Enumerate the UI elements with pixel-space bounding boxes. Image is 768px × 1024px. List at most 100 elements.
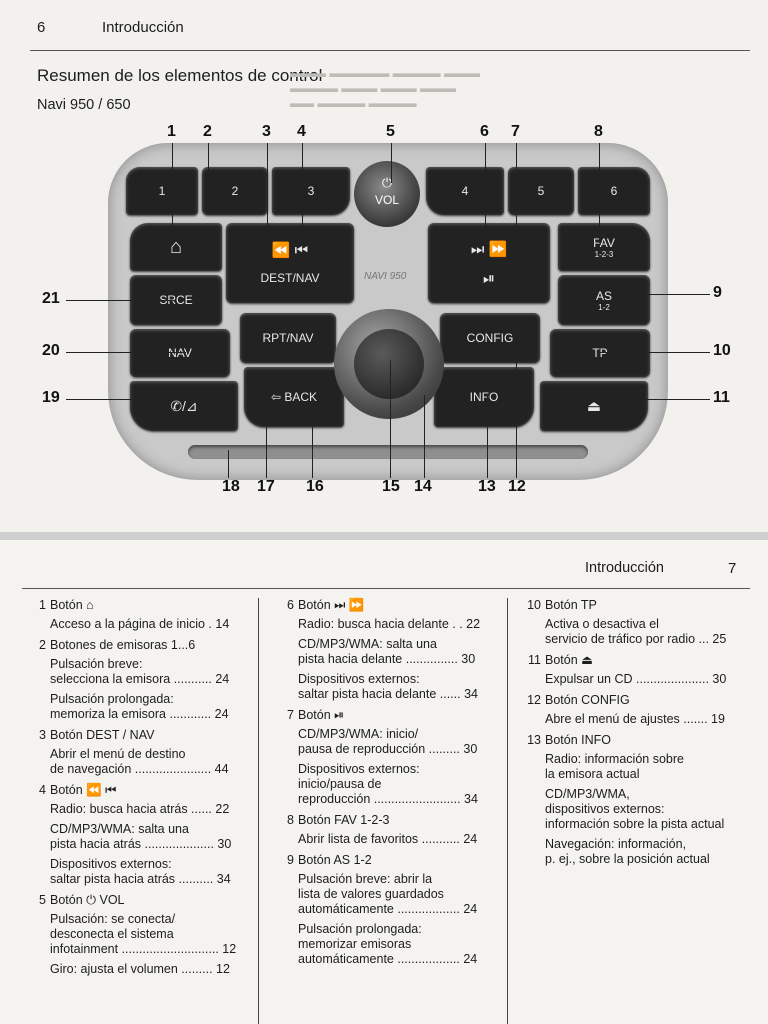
leader-17 [266, 370, 267, 478]
callout-1: 1 [167, 123, 176, 140]
entry-title: Botón DEST / NAV [50, 728, 155, 742]
entry-title: Botón TP [545, 598, 597, 612]
entry-description: Dispositivos externos: inicio/pausa de r… [298, 762, 478, 806]
seek-back-icon[interactable]: ⏪ ⏮ [271, 242, 309, 259]
entry-description: Abrir el menú de destino de navegación .… [50, 747, 229, 776]
column-divider-2 [507, 598, 508, 1024]
knob-center[interactable] [354, 329, 424, 399]
page-number: 6 [37, 19, 46, 36]
entry-description: Radio: información sobre la emisora actu… [545, 752, 684, 781]
page-6: 6 Introducción Resumen de los elementos … [0, 0, 768, 532]
leader-9 [608, 294, 710, 295]
leader-14 [424, 395, 425, 478]
legend-entry: 5 Botón ⏻ VOL Pulsación: se conecta/ desco… [39, 893, 246, 977]
entry-description: Giro: ajusta el volumen ......... 12 [50, 962, 230, 976]
entry-title: Botón CONFIG [545, 693, 630, 707]
leader-12 [516, 340, 517, 478]
callout-12: 12 [508, 478, 526, 495]
rpt-nav-button[interactable]: RPT/NAV [240, 313, 336, 363]
entry-number: 11 [528, 653, 541, 667]
multifunction-knob[interactable] [334, 309, 444, 419]
seek-fwd-play-cluster: ⏭ ⏩ ⏯ [428, 223, 550, 303]
home-button[interactable]: ⌂ [130, 223, 222, 271]
cd-slot [188, 445, 588, 459]
entry-description: Radio: busca hacia delante . . 22 [298, 617, 481, 631]
preset-button-6[interactable]: 6 [578, 167, 650, 215]
callout-7: 7 [511, 123, 520, 140]
leader-16 [312, 400, 313, 478]
vol-label: VOL [374, 193, 399, 207]
callout-5: 5 [386, 123, 395, 140]
model-subtitle: Navi 950 / 650 [37, 97, 131, 113]
entry-description: CD/MP3/WMA: inicio/ pausa de reproducció… [298, 727, 478, 756]
callout-3: 3 [262, 123, 271, 140]
page-header-title: Introducción [585, 560, 664, 576]
tp-button[interactable]: TP [550, 329, 650, 377]
entry-title: Botón ⏏ [545, 653, 593, 667]
callout-2: 2 [203, 123, 212, 140]
phone-mute-button[interactable]: ✆/⊿ [130, 381, 238, 431]
eject-button[interactable]: ⏏ [540, 381, 648, 431]
entry-description: Activa o desactiva el servicio de tráfic… [545, 617, 727, 646]
leader-3 [267, 143, 268, 265]
entry-description: Pulsación: se conecta/ desconecta el sis… [50, 912, 237, 956]
callout-20: 20 [42, 342, 60, 359]
leader-13 [487, 395, 488, 478]
nav-button[interactable]: NAV [130, 329, 230, 377]
entry-number: 5 [39, 893, 46, 907]
entry-description: CD/MP3/WMA: salta una pista hacia delant… [298, 637, 476, 666]
entry-description: Pulsación breve: abrir la lista de valor… [298, 872, 478, 916]
callout-17: 17 [257, 478, 275, 495]
entry-description: Navegación: información, p. ej., sobre l… [545, 837, 710, 866]
entry-description: CD/MP3/WMA: salta una pista hacia atrás … [50, 822, 232, 851]
entry-number: 2 [39, 638, 46, 652]
entry-number: 4 [39, 783, 46, 797]
leader-18 [228, 450, 229, 478]
dest-nav-label[interactable]: DEST/NAV [260, 271, 320, 285]
entry-title: Botones de emisoras 1...6 [50, 638, 196, 652]
header-rule [22, 588, 750, 589]
info-button[interactable]: INFO [434, 367, 534, 427]
preset-button-5[interactable]: 5 [508, 167, 574, 215]
seek-forward-icon[interactable]: ⏭ ⏩ [470, 240, 508, 258]
preset-button-1[interactable]: 1 [126, 167, 198, 215]
callout-10: 10 [713, 342, 731, 359]
callout-4: 4 [297, 123, 306, 140]
page-7: Introducción 7 [0, 540, 768, 1024]
bleed-through: ▬▬▬ ▬▬▬▬▬ ▬▬▬▬ ▬▬▬▬▬▬▬ ▬▬▬ ▬▬▬ ▬▬▬▬▬ ▬▬▬… [290, 66, 481, 110]
back-button[interactable]: ⇦ BACK [244, 367, 344, 427]
play-pause-icon[interactable]: ⏯ [482, 269, 495, 287]
entry-description: Abre el menú de ajustes ....... 19 [545, 712, 725, 726]
entry-description: Abrir lista de favoritos ........... 24 [298, 832, 478, 846]
leader-7 [516, 143, 517, 265]
entry-number: 1 [39, 598, 46, 612]
entry-number: 9 [287, 853, 294, 867]
preset-button-4[interactable]: 4 [426, 167, 504, 215]
page-number: 7 [728, 560, 737, 577]
preset-button-3[interactable]: 3 [272, 167, 350, 215]
volume-knob[interactable]: ⏻ VOL [354, 161, 420, 227]
preset-button-2[interactable]: 2 [202, 167, 268, 215]
legend-entry: 3 Botón DEST / NAV Abrir el menú de destin… [39, 728, 246, 777]
entry-number: 3 [39, 728, 46, 742]
config-button[interactable]: CONFIG [440, 313, 540, 363]
leader-5 [391, 143, 392, 183]
leader-6 [485, 143, 486, 243]
infotainment-control-panel: 1 2 3 4 5 6 ⏻ VOL ⏪ ⏮ DEST/NAV NAVI 950 … [108, 143, 668, 480]
leader-10 [598, 352, 710, 353]
entry-title: Botón ⏻ VOL [50, 893, 125, 907]
leader-21 [66, 300, 176, 301]
entry-title: Botón ⏭ ⏩ [298, 598, 365, 612]
